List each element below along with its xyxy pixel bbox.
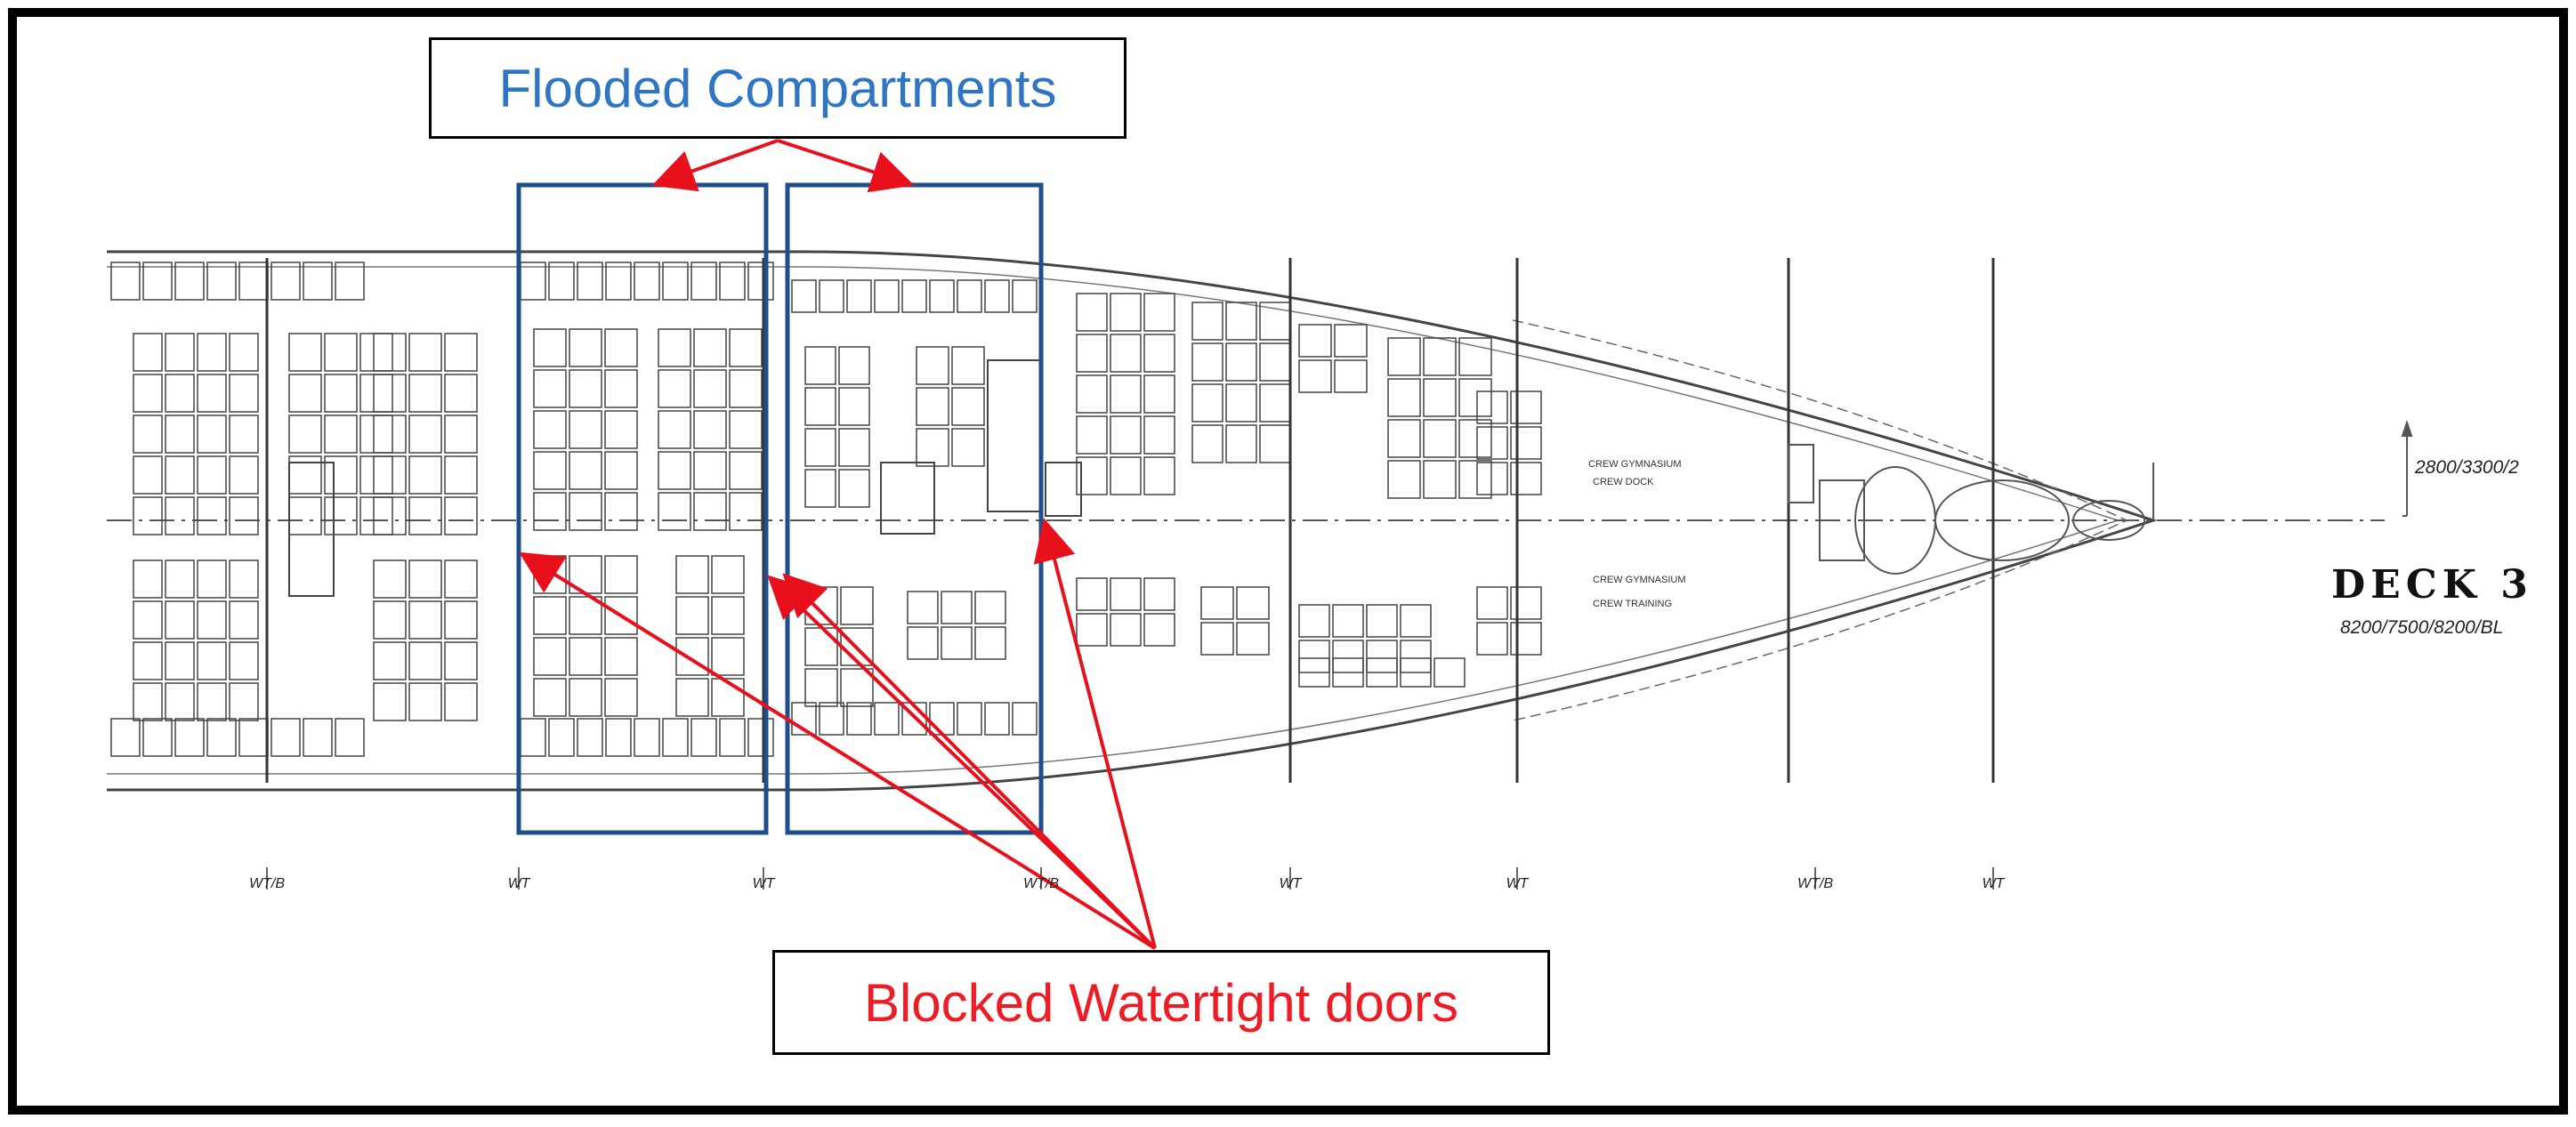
bulkhead-mark: WT bbox=[1279, 876, 1302, 891]
arrow-flooded-2 bbox=[777, 139, 915, 193]
flooded-compartment-1 bbox=[516, 182, 769, 835]
arrow-flooded-1 bbox=[651, 139, 779, 192]
bow-structures bbox=[1788, 419, 2413, 575]
arrow-door-2 bbox=[767, 575, 1157, 950]
bulkhead-mark: WT bbox=[1982, 876, 2005, 891]
flooded-compartment-2 bbox=[785, 182, 1044, 835]
vertical-dimensions: 2800/3300/2 bbox=[2415, 457, 2519, 478]
crew-gym-label-2: CREW GYMNASIUM bbox=[1593, 575, 1686, 585]
crew-training-label: CREW TRAINING bbox=[1593, 599, 1672, 609]
deck-dimensions: 8200/7500/8200/BL bbox=[2340, 617, 2504, 638]
arrow-door-1 bbox=[519, 551, 1157, 950]
blocked-doors-callout: Blocked Watertight doors bbox=[772, 950, 1550, 1055]
arrow-door-4 bbox=[1033, 518, 1157, 949]
crew-gym-label-1: CREW GYMNASIUM bbox=[1588, 459, 1682, 470]
outer-frame bbox=[8, 8, 2568, 1115]
bulkhead-mark: WT/B bbox=[249, 876, 285, 891]
cabin-blocks bbox=[110, 262, 1542, 757]
crew-dock-label: CREW DOCK bbox=[1593, 477, 1654, 487]
bulkhead-mark: WT bbox=[752, 876, 775, 891]
bulkhead-mark: WT/B bbox=[1023, 876, 1059, 891]
bulkhead-mark: WT bbox=[507, 876, 530, 891]
flooded-compartments-callout: Flooded Compartments bbox=[429, 37, 1126, 139]
deck-title: DECK 3 bbox=[2331, 562, 2533, 608]
bulkhead-mark: WT/B bbox=[1797, 876, 1833, 891]
bulkhead-lines bbox=[265, 258, 1995, 890]
arrow-door-3 bbox=[782, 573, 1157, 950]
bulkhead-mark: WT bbox=[1506, 876, 1529, 891]
